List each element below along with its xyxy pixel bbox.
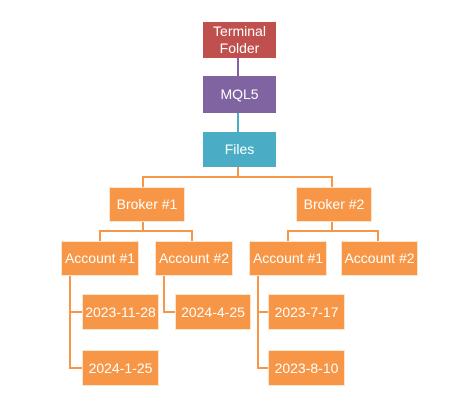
node-broker1-account-1: Account #1 (61, 241, 139, 276)
node-label: 2024-1-25 (88, 359, 153, 376)
node-date-2023-11-28: 2023-11-28 (82, 294, 159, 330)
link-files-broker2 (238, 176, 333, 187)
node-date-2024-4-25: 2024-4-25 (175, 294, 251, 330)
node-label: Files (224, 141, 255, 157)
link-files-brokers (142, 167, 239, 187)
node-label: Broker #2 (303, 196, 365, 212)
node-label: Account #2 (158, 250, 230, 266)
node-broker2-account-2: Account #2 (341, 241, 418, 276)
node-label: 2023-11-28 (85, 303, 156, 320)
node-label: Broker #1 (116, 196, 178, 212)
node-date-2024-1-25: 2024-1-25 (82, 350, 159, 386)
link-broker1-accounts (99, 222, 144, 241)
link-b1a1-dates (69, 276, 84, 369)
node-label: Account #1 (64, 250, 136, 266)
node-label: MQL5 (220, 86, 259, 102)
link-broker2-account2 (332, 230, 379, 241)
link-b2a1-dates (257, 276, 270, 369)
node-label: 2024-4-25 (181, 303, 245, 320)
node-label: 2023-8-10 (274, 359, 339, 376)
node-broker1-account-2: Account #2 (155, 241, 233, 276)
node-files: Files (203, 132, 276, 167)
link-broker1-account2 (143, 230, 193, 241)
node-date-2023-8-10: 2023-8-10 (268, 350, 345, 386)
link-broker2-accounts (287, 222, 333, 241)
node-label: Account #1 (252, 250, 324, 266)
link-b1a2-date (163, 276, 176, 313)
node-date-2023-7-17: 2023-7-17 (268, 294, 345, 330)
node-label: 2023-7-17 (274, 303, 339, 320)
node-label: Account #2 (344, 250, 415, 266)
node-broker-1: Broker #1 (109, 187, 185, 222)
node-terminal-folder: Terminal Folder (203, 22, 276, 58)
node-label: Terminal Folder (213, 23, 266, 56)
node-broker2-account-1: Account #1 (249, 241, 327, 276)
node-mql5: MQL5 (203, 76, 276, 113)
node-broker-2: Broker #2 (296, 187, 372, 222)
